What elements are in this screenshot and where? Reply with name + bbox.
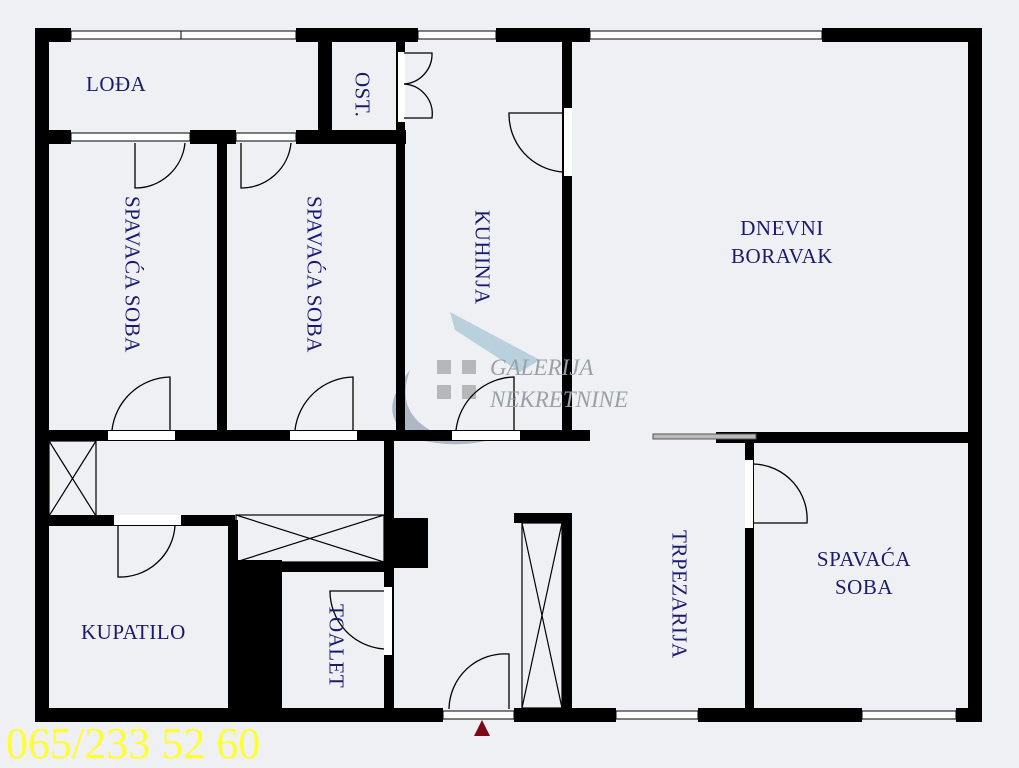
room-label-toilet: TOALET [324,604,349,689]
room-label-lodja: LOĐA [86,72,147,96]
watermark-line1: GALERIJA [490,355,594,380]
entrance-marker-icon [474,720,490,736]
room-label-bedroom-3: SPAVAĆA SOBA [816,547,912,600]
room-label-ostava: OST. [350,72,375,118]
room-label-bedroom-1: SPAVAĆA SOBA [120,196,145,353]
room-label-living: DNEVNI BORAVAK [731,216,833,269]
room-label-kitchen: KUHINJA [470,210,495,305]
room-label-bathroom: KUPATILO [81,620,186,644]
contact-phone: 065/233 52 60 [6,719,261,768]
room-label-dining: TRPEZARIJA [667,530,692,659]
watermark-line2: NEKRETNINE [490,387,629,412]
room-label-bedroom-2: SPAVAĆA SOBA [302,196,327,353]
